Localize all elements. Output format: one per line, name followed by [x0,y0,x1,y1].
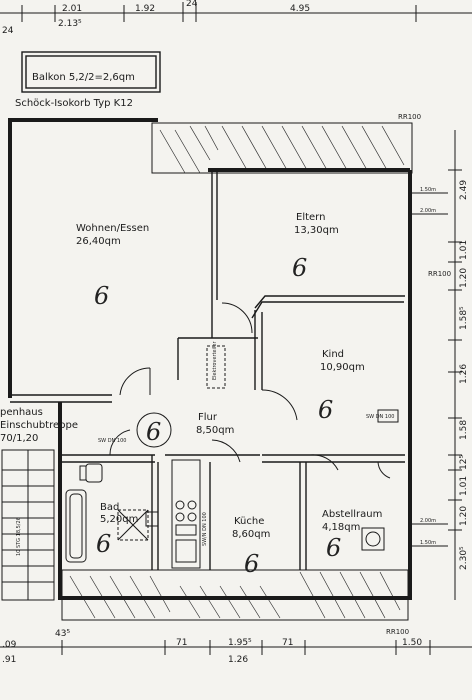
bottom-dim-126: 1.26 [228,655,248,665]
room-name-abstellraum: Abstellraum [322,509,382,520]
stair-label-line3: 70/1,20 [0,433,38,444]
right-dim-101b: 1.01 [459,476,469,496]
right-dim-2305: 2.30⁵ [459,546,469,570]
window-dim-150-top: 1.50m [420,187,436,193]
top-dim-201: 2.01 [62,4,82,14]
room-name-bad: Bad [100,502,119,513]
balcony-note: Schöck-Isokorb Typ K12 [15,98,133,109]
handwritten-mark-kind: 6 [318,396,333,424]
handwritten-mark-wohnen: 6 [94,282,109,310]
rr-label-middle: RR100 [428,270,451,278]
bottom-dim-71a: 71 [176,638,187,648]
bad-vent-label: SW DN 100 [98,438,126,444]
room-area-abstellraum: 4,18qm [322,522,360,533]
bottom-dim-09: .09 [2,640,17,650]
handwritten-mark-kueche: 6 [244,550,259,578]
stair-steps-label: 10 STG 18,5/26 [16,517,22,556]
right-dim-120b: 1.20 [459,506,469,526]
handwritten-marks: 6 6 6 6 6 6 6 [94,254,341,578]
room-area-kueche: 8,60qm [232,529,270,540]
handwritten-mark-eltern: 6 [292,254,307,282]
staircase: 10 STG 18,5/26 [1,449,55,601]
room-labels: Wohnen/Essen 26,40qm Eltern 13,30qm Kind… [0,212,382,540]
room-name-kind: Kind [322,349,344,360]
right-dim-158: 1.58 [459,420,469,440]
room-area-kind: 10,90qm [320,362,365,373]
room-area-wohnen: 26,40qm [76,236,121,247]
top-dimension-chain: 2.01 1.92 24 4.95 2.13⁵ 24 [0,0,472,36]
flur-fixture-label: Elektroverteiler [212,341,218,380]
bottom-dim-71b: 71 [282,638,293,648]
right-dim-101a: 1.01 [459,240,469,260]
stair-label-line2: Einschubtreppe [0,420,78,431]
window-dim-200-bottom: 2.00m [420,518,436,524]
top-dim-495: 4.95 [290,4,310,14]
window-dims: 1.50m 2.00m 2.00m 1.50m [408,187,448,547]
room-name-kueche: Küche [234,516,264,527]
window-dim-150-bottom: 1.50m [420,540,436,546]
right-dim-249: 2.49 [459,180,469,200]
left-dim-24: 24 [2,26,14,36]
roof-hatch-top [151,122,413,174]
rr-labels: RR100 RR100 RR100 [386,113,451,636]
right-dim-120a: 1.20 [459,268,469,288]
kueche-vent-label: SW/N DN 100 [202,512,208,546]
bottom-dim-43: 43⁵ [55,629,70,639]
room-name-flur: Flur [198,412,218,423]
handwritten-mark-flur: 6 [146,418,161,446]
bottom-dim-150: 1.50 [402,638,422,648]
window-dim-200-top: 2.00m [420,208,436,214]
room-name-wohnen: Wohnen/Essen [76,223,149,234]
walls [8,118,412,600]
top-dim-213: 2.13⁵ [58,19,82,29]
balcony: Balkon 5,2/2=2,6qm Schöck-Isokorb Typ K1… [15,51,161,109]
bottom-dimension-chain: .09 .91 43⁵ 71 1.95⁵ 71 1.26 1.50 [0,629,472,665]
top-dim-24b: 24 [186,0,198,9]
room-name-eltern: Eltern [296,212,325,223]
rr-label-bottom: RR100 [386,628,409,636]
right-dim-1585: 1.58⁵ [459,306,469,330]
room-area-flur: 8,50qm [196,425,234,436]
roof-hatch-bottom [61,569,409,621]
balcony-label: Balkon 5,2/2=2,6qm [32,72,135,83]
right-dimension-chain: 2.49 1.01 1.20 1.58⁵ 1.26 1.58 12⁵ 1.01 … [448,130,469,600]
right-dim-125: 12⁵ [459,455,469,470]
handwritten-mark-bad: 6 [96,530,111,558]
bottom-dim-91: .91 [2,655,16,665]
right-dim-126: 1.26 [459,364,469,384]
kind-vent-label: SW DN 100 [366,414,394,420]
handwritten-mark-abstellraum: 6 [326,534,341,562]
bottom-dim-1955: 1.95⁵ [228,638,252,648]
stair-label-line1: penhaus [0,407,43,418]
fixtures: Elektroverteiler SW DN 100 SW DN 100 SW/… [65,341,399,569]
top-dim-192: 1.92 [135,4,155,14]
rr-label-top: RR100 [398,113,421,121]
room-area-bad: 5,20qm [100,514,138,525]
room-area-eltern: 13,30qm [294,225,339,236]
doors [109,302,391,479]
